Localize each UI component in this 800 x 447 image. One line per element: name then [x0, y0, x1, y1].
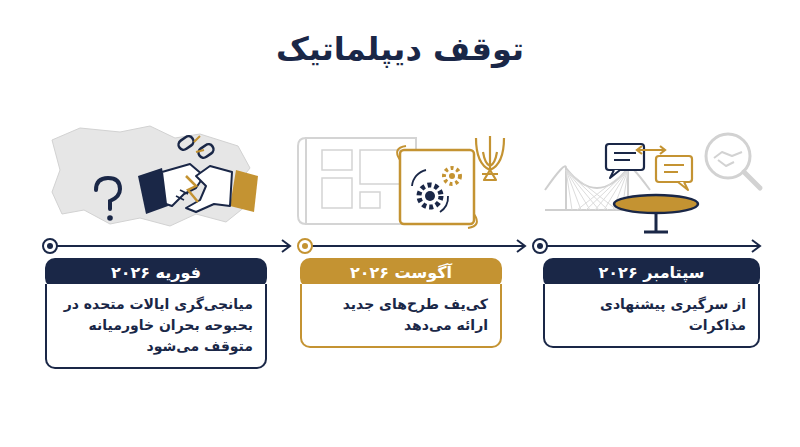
- plan-illustration: [449, 173, 455, 179]
- talks-illustration: [644, 213, 668, 232]
- plan-illustration: [444, 168, 460, 184]
- timeline-card: سپتامبر ۲۰۲۶از سرگیری پیشنهادی مذاکرات: [543, 258, 760, 348]
- plan-illustration: [298, 136, 504, 228]
- talks-illustration: [614, 153, 636, 160]
- timeline: [298, 239, 312, 253]
- timeline-card: آگوست ۲۰۲۶کی‌یف طرح‌های جدید ارائه می‌ده…: [300, 258, 502, 348]
- timeline: [282, 240, 290, 252]
- plan-illustration: [298, 138, 306, 224]
- broken-handshake-illustration: [52, 126, 258, 226]
- plan-illustration: [476, 136, 504, 180]
- broken-handshake-illustration: [107, 215, 113, 221]
- broken-handshake-illustration: [186, 176, 198, 202]
- title: توقف دیپلماتیک: [0, 30, 800, 68]
- talks-illustration: [714, 152, 742, 166]
- plan-illustration: [412, 170, 448, 212]
- timeline-card: فوریه ۲۰۲۶میانجی‌گری ایالات متحده در بحب…: [45, 258, 267, 369]
- broken-handshake-illustration: [194, 136, 204, 152]
- timeline: [312, 245, 525, 247]
- timeline: [533, 239, 547, 253]
- timeline: [57, 245, 290, 247]
- talks-illustration: [678, 182, 688, 190]
- timeline: [43, 239, 57, 253]
- talks-illustration: [610, 170, 620, 178]
- talks-illustration: [545, 134, 760, 232]
- event-text: میانجی‌گری ایالات متحده در بحبوحه بحران …: [45, 284, 267, 369]
- talks-illustration: [637, 146, 665, 154]
- timeline: [517, 240, 525, 252]
- event-text: کی‌یف طرح‌های جدید ارائه می‌دهد: [300, 284, 502, 348]
- timeline: [547, 245, 760, 247]
- timeline: [752, 240, 760, 252]
- event-text: از سرگیری پیشنهادی مذاکرات: [543, 284, 760, 348]
- talks-illustration: [664, 165, 684, 172]
- talks-illustration: [566, 170, 599, 210]
- plan-illustration: [397, 146, 477, 228]
- timeline: [47, 243, 53, 249]
- talks-illustration: [656, 156, 692, 182]
- plan-illustration: [419, 185, 441, 207]
- broken-handshake-illustration: [96, 178, 120, 209]
- timeline: [537, 243, 543, 249]
- talks-illustration: [744, 172, 760, 188]
- broken-handshake-illustration: [176, 190, 188, 200]
- talks-illustration: [614, 195, 698, 213]
- broken-handshake-illustration: [162, 164, 204, 206]
- plan-illustration: [322, 150, 400, 208]
- timeline: [302, 243, 308, 249]
- broken-handshake-illustration: [230, 170, 258, 212]
- talks-illustration: [566, 170, 617, 210]
- plan-illustration: [400, 150, 474, 224]
- broken-handshake-illustration: [52, 126, 250, 226]
- broken-handshake-illustration: [186, 166, 232, 212]
- timeline: [43, 239, 760, 253]
- plan-illustration: [425, 191, 435, 201]
- broken-handshake-illustration: [177, 134, 196, 151]
